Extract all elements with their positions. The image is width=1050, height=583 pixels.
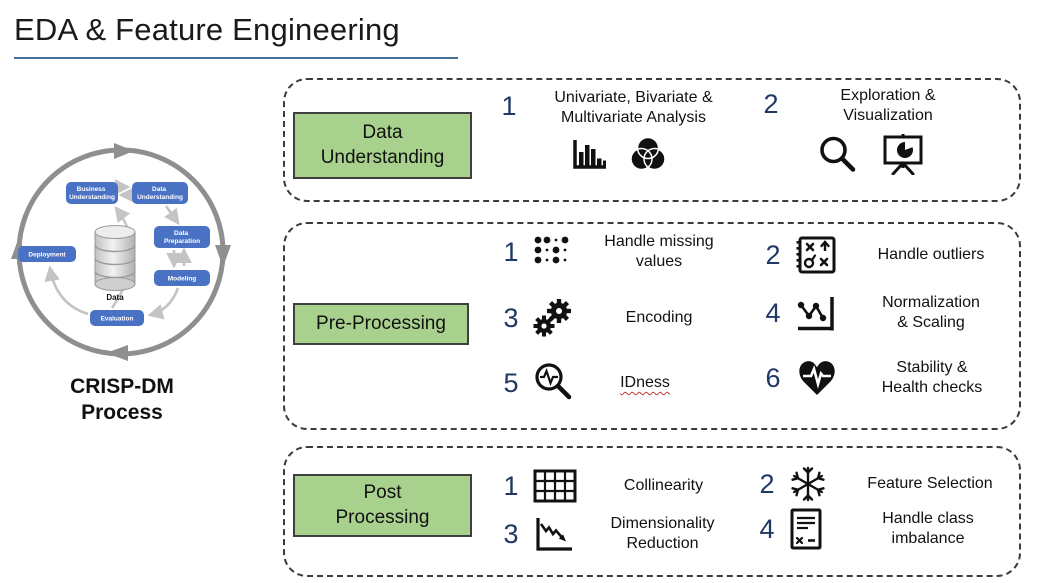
node-deployment xyxy=(18,246,76,262)
cycle-arrow-bottom xyxy=(106,345,128,361)
declining-chart-icon xyxy=(536,518,572,551)
item-label: Normalization & Scaling xyxy=(882,294,980,331)
idness-magnifier-pulse-icon xyxy=(535,363,572,400)
item-label: Exploration & Visualization xyxy=(840,87,936,124)
database-icon xyxy=(94,225,136,291)
list-item: 6 Stability & Health checks xyxy=(764,358,1012,398)
item-label: IDness xyxy=(620,374,670,391)
item-number: 1 xyxy=(503,470,519,501)
crisp-dm-cycle-icon: Data Business Understanding Data Underst… xyxy=(11,143,231,361)
item-number: 2 xyxy=(759,468,775,499)
list-item: 2 Feature Selection xyxy=(758,464,1020,504)
title-underline xyxy=(14,57,458,59)
item-number: 2 xyxy=(763,89,779,119)
database-label: Data xyxy=(106,293,124,302)
venn-diagram-icon xyxy=(629,136,666,171)
item-number: 2 xyxy=(765,239,781,270)
bar-chart-icon xyxy=(572,140,606,169)
node-data-understanding-label: Data Understanding xyxy=(137,186,183,201)
node-data-understanding xyxy=(132,182,188,204)
list-item: 4 Normalization & Scaling xyxy=(764,292,1012,334)
list-item: 1 Collinearity xyxy=(502,468,737,504)
item-number: 1 xyxy=(503,236,519,267)
heart-pulse-icon xyxy=(799,361,835,395)
node-data-preparation-label: Data Preparation xyxy=(164,230,200,245)
item-number: 1 xyxy=(501,91,517,121)
item-number: 3 xyxy=(503,302,519,333)
magnifier-icon xyxy=(820,136,856,172)
table-grid-icon xyxy=(533,469,577,503)
item-label: Feature Selection xyxy=(867,475,993,492)
item-label: Dimensionality Reduction xyxy=(610,515,715,552)
node-modeling xyxy=(154,270,210,286)
node-modeling-label: Modeling xyxy=(168,276,197,283)
cycle-arrow-right xyxy=(215,245,231,267)
item-label: Stability & Health checks xyxy=(881,359,983,396)
scaling-line-chart-icon xyxy=(797,297,834,331)
list-item: 2 Exploration & Visualization xyxy=(762,86,982,175)
item-label: Univariate, Bivariate & Multivariate Ana… xyxy=(554,89,713,126)
item-label: Handle outliers xyxy=(877,246,985,263)
crisp-dm-caption: CRISP-DM Process xyxy=(70,375,174,425)
node-business-understanding xyxy=(66,182,118,204)
gears-icon xyxy=(533,299,571,337)
node-data-preparation xyxy=(154,226,210,248)
outliers-playbook-icon xyxy=(796,236,836,274)
list-item: 3 xyxy=(502,298,732,338)
node-business-understanding-label: Business Understanding xyxy=(69,186,115,201)
list-item: 5 IDness xyxy=(502,362,702,404)
item-number: 4 xyxy=(765,297,781,328)
list-item: 1 Handle missing values xyxy=(502,232,732,272)
crisp-nodes: Business Understanding Data Understandin… xyxy=(18,182,210,326)
label-data-understanding: Data Understanding xyxy=(293,112,472,179)
item-label: Handle missing values xyxy=(604,233,714,270)
item-number: 5 xyxy=(503,367,519,398)
node-evaluation-label: Evaluation xyxy=(101,316,134,323)
label-pre-processing: Pre-Processing xyxy=(293,303,469,345)
node-deployment-label: Deployment xyxy=(28,252,66,259)
item-number: 4 xyxy=(759,513,775,544)
cycle-arrow-top xyxy=(114,143,134,159)
missing-values-dots-icon xyxy=(534,236,569,264)
label-post-processing: Post Processing xyxy=(293,474,472,537)
item-label: Encoding xyxy=(625,309,693,326)
presentation-pie-chart-icon xyxy=(883,134,923,175)
list-item: 3 Dimensionality Reduction xyxy=(502,514,737,554)
snowflake-icon xyxy=(791,466,825,502)
document-checklist-icon xyxy=(790,508,822,550)
item-number: 3 xyxy=(503,518,519,549)
item-number: 6 xyxy=(765,362,781,393)
page-title: EDA & Feature Engineering xyxy=(14,12,400,47)
list-item: 1 Univariate, Bivariate & Multivariate A… xyxy=(500,88,735,173)
list-item: 2 Handle outliers xyxy=(764,234,1012,276)
crisp-dm-diagram: Data Business Understanding Data Underst… xyxy=(8,142,236,370)
list-item: 4 Handle class imbalance xyxy=(758,508,1020,550)
node-evaluation xyxy=(90,310,144,326)
item-label: Handle class imbalance xyxy=(882,510,974,547)
item-label: Collinearity xyxy=(623,477,704,494)
